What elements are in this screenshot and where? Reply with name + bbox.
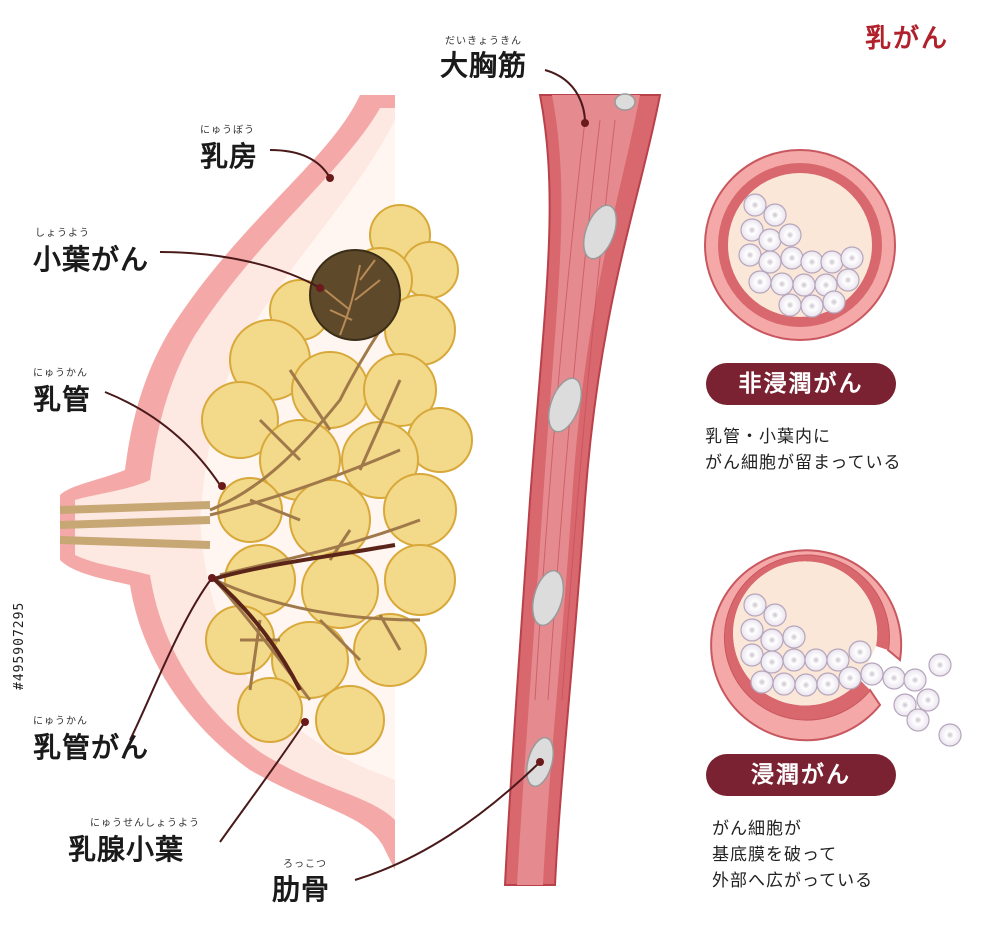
page-title: 乳がん [865, 24, 950, 54]
noninvasive-desc-line2: がん細胞が留まっている [705, 453, 902, 473]
duct-label: 乳管 [33, 383, 92, 416]
pectoralis-label: 大胸筋 [440, 49, 528, 82]
invasive-desc-line1: がん細胞が [712, 819, 802, 839]
breast-ruby: にゅうぼう [200, 125, 255, 136]
breast-label: 乳房 [200, 140, 259, 173]
rib-ruby: ろっこつ [283, 859, 327, 870]
invading-cells [740, 593, 962, 747]
stock-id: #495907295 [12, 601, 27, 690]
contained-cells [738, 193, 864, 318]
lobule-ruby: にゅうせんしょうよう [90, 818, 200, 829]
rib-label: 肋骨 [272, 873, 331, 906]
pectoralis-ruby: だいきょうきん [445, 36, 522, 47]
invasive-desc-line2: 基底膜を破って [712, 845, 838, 865]
rib-bones [525, 93, 636, 788]
noninvasive-desc-line1: 乳管・小葉内に [705, 427, 831, 447]
invasive-duct-illustration [710, 549, 962, 747]
duct-ruby: にゅうかん [33, 368, 88, 379]
invasive-desc-line3: 外部へ広がっている [712, 871, 874, 891]
lobule-label: 乳腺小葉 [68, 833, 185, 866]
nipple-ducts [59, 501, 211, 549]
ductal-cancer-ruby: にゅうかん [33, 716, 88, 727]
invasive-badge: 浸潤がん [706, 754, 896, 796]
leader-lines [104, 69, 586, 881]
leader-dots [208, 119, 589, 766]
lobular-tumor [309, 249, 401, 341]
noninvasive-duct-illustration [704, 149, 896, 341]
noninvasive-badge: 非浸潤がん [706, 363, 896, 405]
lobular-cancer-label: 小葉がん [33, 243, 150, 276]
cancer-duct [209, 543, 396, 691]
lobular-cancer-ruby: しょうよう [35, 228, 90, 239]
ductal-cancer-label: 乳管がん [33, 731, 150, 764]
